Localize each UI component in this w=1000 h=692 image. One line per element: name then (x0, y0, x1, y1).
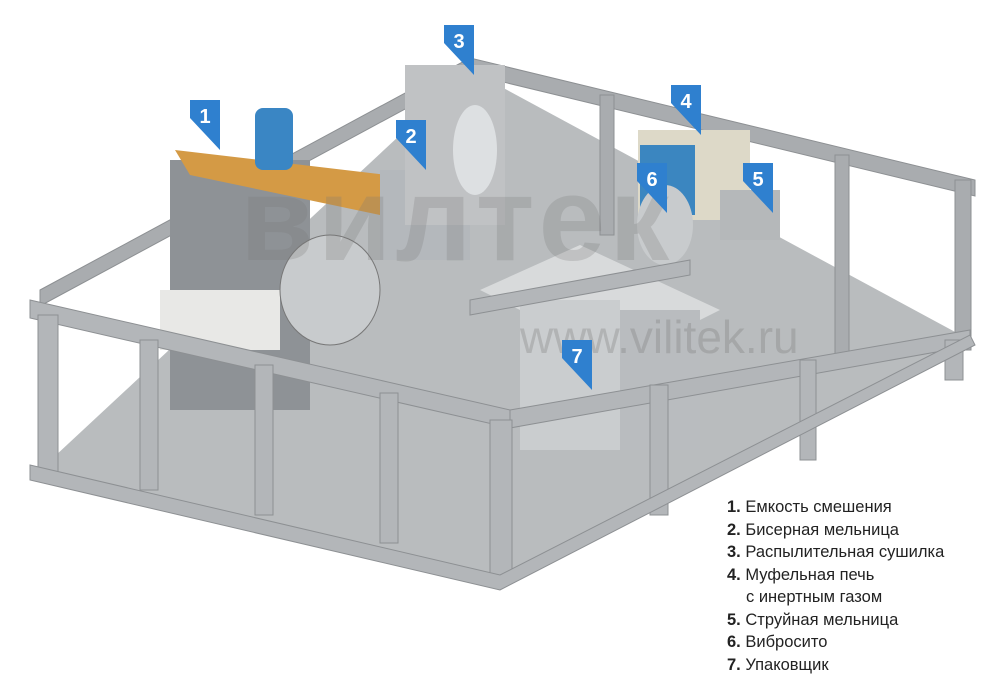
legend-item-continuation: с инертным газом (746, 588, 883, 606)
legend: 1. Емкость смешения 2. Бисерная мельница… (727, 496, 944, 676)
marker-7[interactable]: 7 (562, 340, 594, 390)
marker-1[interactable]: 1 (190, 100, 222, 150)
legend-item: 6. Вибросито (727, 633, 828, 651)
marker-2[interactable]: 2 (396, 120, 428, 170)
legend-item: 1. Емкость смешения (727, 498, 892, 516)
legend-item: 3. Распылительная сушилка (727, 543, 945, 561)
legend-item: 2. Бисерная мельница (727, 520, 899, 539)
marker-5[interactable]: 5 (743, 163, 775, 213)
marker-4[interactable]: 4 (671, 85, 703, 135)
frame-front (29, 259, 976, 591)
watermark-logo: вилтек (240, 152, 674, 286)
marker-3[interactable]: 3 (444, 25, 476, 75)
marker-6[interactable]: 6 (637, 163, 669, 213)
legend-item: 7. Упаковщик (727, 655, 829, 674)
legend-item: 4. Муфельная печь (727, 565, 875, 584)
legend-item: 5. Струйная мельница (727, 610, 899, 629)
